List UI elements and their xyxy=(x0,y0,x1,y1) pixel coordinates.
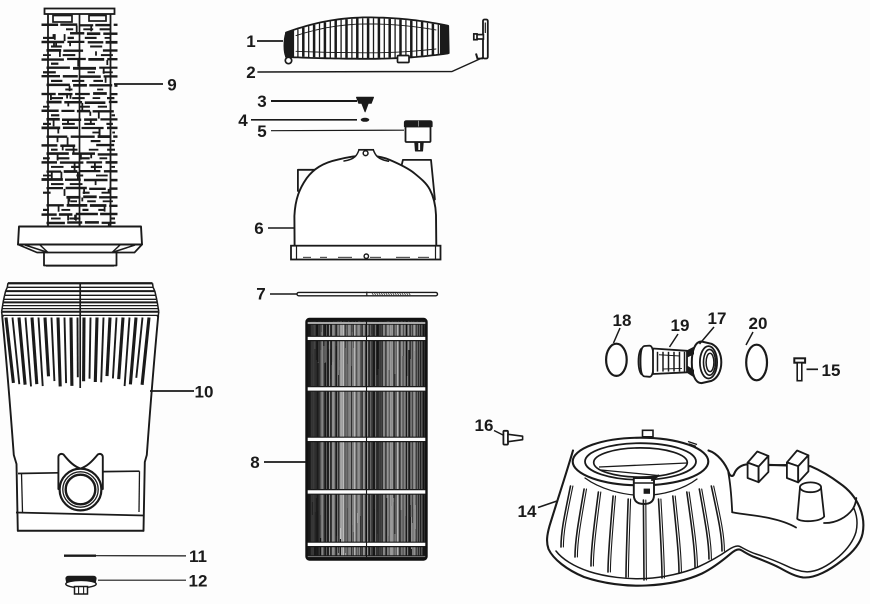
svg-text:6: 6 xyxy=(254,219,263,238)
svg-text:19: 19 xyxy=(671,316,690,335)
svg-text:10: 10 xyxy=(195,383,214,402)
svg-text:11: 11 xyxy=(189,547,207,566)
svg-text:4: 4 xyxy=(238,111,248,130)
svg-text:5: 5 xyxy=(257,122,266,141)
svg-text:3: 3 xyxy=(257,92,266,111)
svg-text:1: 1 xyxy=(246,32,255,51)
svg-text:18: 18 xyxy=(613,311,632,330)
svg-text:20: 20 xyxy=(749,314,768,333)
svg-text:8: 8 xyxy=(250,453,259,472)
svg-text:2: 2 xyxy=(246,63,255,82)
svg-text:9: 9 xyxy=(167,76,176,95)
svg-text:15: 15 xyxy=(822,361,841,380)
svg-text:17: 17 xyxy=(708,309,727,328)
svg-text:12: 12 xyxy=(189,572,208,591)
svg-text:7: 7 xyxy=(256,285,265,304)
svg-text:16: 16 xyxy=(475,416,494,435)
svg-text:14: 14 xyxy=(518,502,537,521)
